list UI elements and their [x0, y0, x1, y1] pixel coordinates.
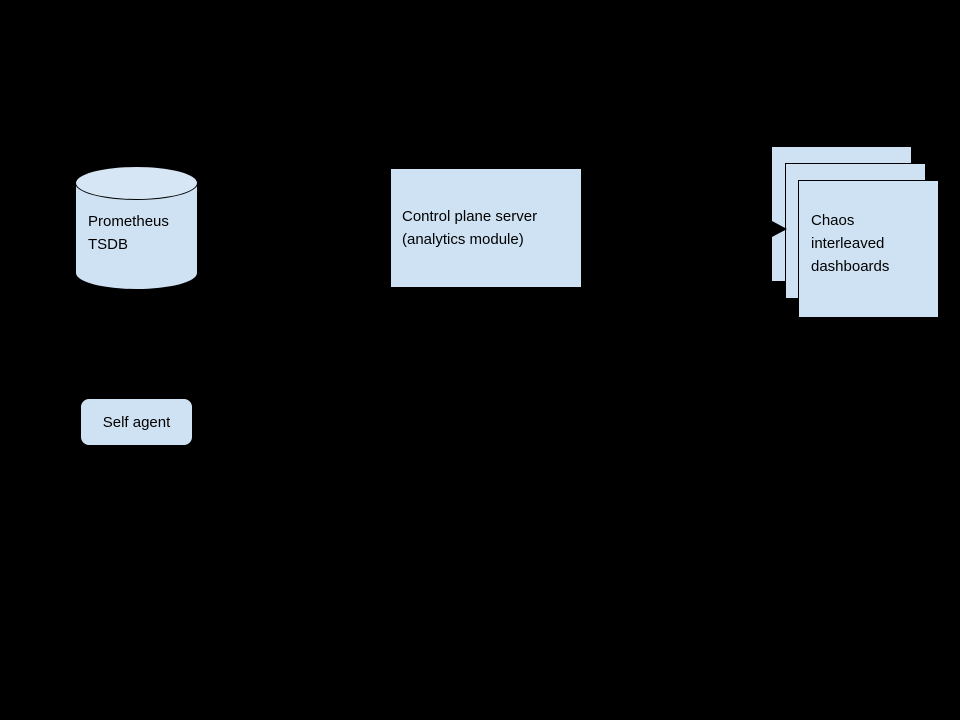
prometheus-tsdb-node: Prometheus TSDB	[75, 166, 198, 290]
control-plane-server-label: Control plane server (analytics module)	[402, 208, 538, 248]
cylinder-body	[75, 183, 198, 290]
prometheus-tsdb-label: Prometheus TSDB	[88, 213, 169, 253]
connector-arrowhead-icon	[772, 221, 787, 237]
cylinder-top-ellipse	[75, 166, 198, 200]
self-agent-node: Self agent	[80, 398, 193, 446]
dashboards-stack-front-card: Chaos interleaved dashboards	[798, 180, 939, 318]
self-agent-label: Self agent	[102, 413, 171, 431]
control-plane-server-node: Control plane server (analytics module)	[390, 168, 582, 288]
